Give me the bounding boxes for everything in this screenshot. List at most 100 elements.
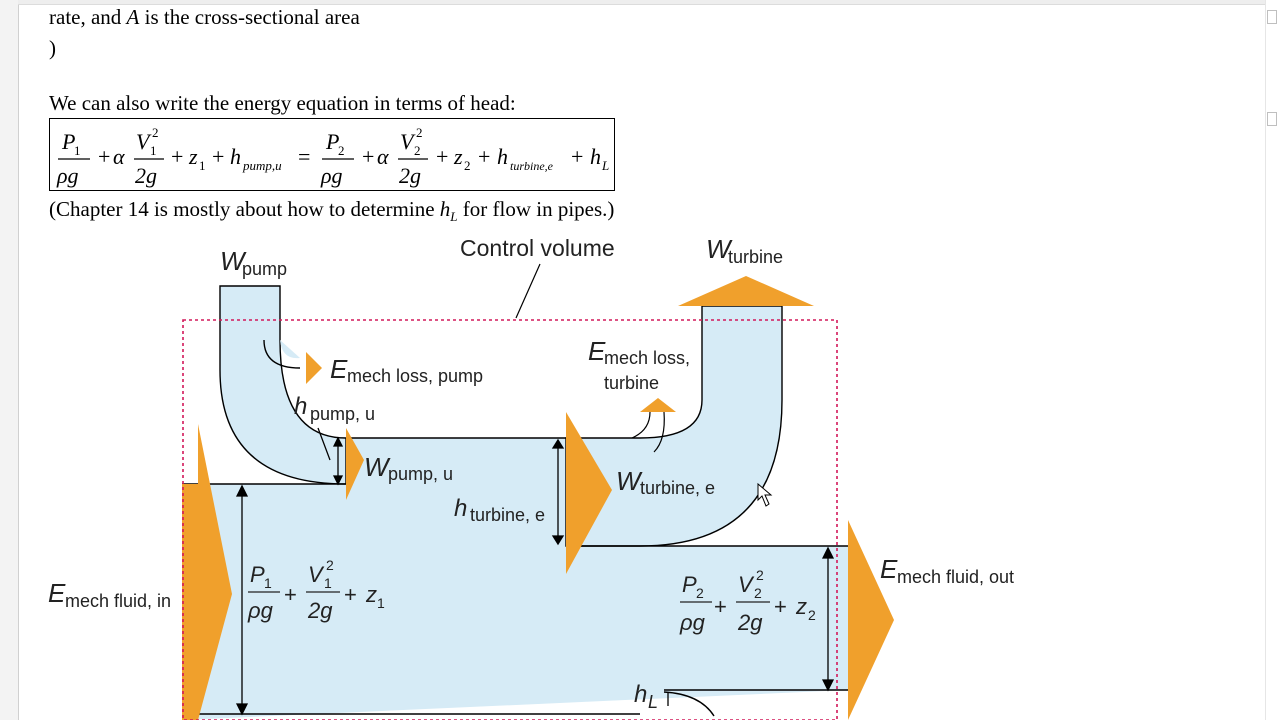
inlet-plus-2: + [344,582,357,607]
outlet-rhog: ρg [679,610,706,635]
eq-2g-2: 2g [399,163,421,188]
eq-V1-sub: 1 [150,143,157,158]
eq-V2: V [400,129,416,154]
e-mech-loss-pump-label: E [330,354,348,384]
turbine-arrow [566,412,612,574]
w-pump-label: W [220,246,247,276]
h-turbine-e-label: h [454,495,467,522]
eq-rhog-1: ρg [56,163,79,188]
h-l-sub: L [648,692,658,712]
inlet-P: P [250,562,265,587]
h-pump-u-label: h [294,393,307,420]
eq-P2: P [325,129,339,154]
eq-hL: h [590,144,601,169]
eq-V1: V [136,129,152,154]
control-volume-boundary [182,319,838,720]
fluid-region [182,285,848,720]
eq-2g-1: 2g [135,163,157,188]
e-mech-loss-turbine-sub: mech loss, [604,348,690,368]
pump-work-arrow [346,428,364,500]
eq-V2-sub: 2 [414,143,421,158]
pump-loss-arrow [306,352,322,384]
eq-alpha-1: α [113,144,125,169]
eq-V2-sq: 2 [416,125,423,140]
eq-P2-sub: 2 [338,143,345,158]
text-line-area: rate, and A is the cross-sectional area [49,5,360,29]
inlet-P-sub: 1 [264,575,272,591]
left-margin-bar [0,0,19,720]
eq-plus-1: + [98,144,110,169]
e-mech-loss-turbine-label: E [588,336,606,366]
eq-plus-7: + [571,144,583,169]
control-volume-diagram: Control volume W pump W turbine E mech l… [48,234,1014,720]
outlet-V-sq: 2 [756,567,764,583]
inlet-head-expression: P 1 ρg + V 2 1 2g + z 1 [247,557,385,623]
fluid-out-arrow [848,520,894,720]
inlet-V-sq: 2 [326,557,334,573]
scroll-thumb[interactable] [1267,112,1277,126]
inlet-V-sub: 1 [324,575,332,591]
outlet-V: V [738,572,755,597]
outlet-head-expression: P 2 ρg + V 2 2 2g + z 2 [679,567,816,635]
eq-alpha-2: α [377,144,389,169]
eq-V1-sq: 2 [152,125,159,140]
scroll-up-icon[interactable] [1267,10,1277,24]
inlet-2g: 2g [307,598,333,623]
energy-equation-box: P 1 ρg + α V 2 1 2g + z 1 + h pump,u = P… [49,118,615,191]
inlet-rhog: ρg [247,598,274,623]
vertical-scrollbar[interactable] [1265,0,1280,720]
outlet-z-sub: 2 [808,607,816,623]
e-mech-loss-pump-sub: mech loss, pump [347,366,483,386]
eq-h-pump: h [230,144,241,169]
w-turbine-sub: turbine [728,247,783,267]
eq-plus-2: + [171,144,183,169]
eq-z2-sub: 2 [464,158,471,173]
eq-z1: z [188,144,198,169]
w-pump-sub: pump [242,259,287,279]
eq-h-pump-sub: pump,u [242,158,282,173]
outlet-V-sub: 2 [754,585,762,601]
w-turbine-e-label: W [616,466,643,496]
w-turbine-e-sub: turbine, e [640,478,715,498]
e-mech-fluid-out-sub: mech fluid, out [897,567,1014,587]
inlet-z: z [365,582,377,607]
turbine-work-arrow [678,276,814,306]
h-pump-u-sub: pump, u [310,404,375,424]
eq-h-turbine-sub: turbine,e [510,159,554,173]
h-turbine-e-sub: turbine, e [470,505,545,525]
text-line-chapter: (Chapter 14 is mostly about how to deter… [49,197,615,225]
outlet-P-sub: 2 [696,585,704,601]
eq-rhog-2: ρg [320,163,343,188]
eq-plus-6: + [478,144,490,169]
inlet-plus-1: + [284,582,297,607]
fluid-in-arrow [182,424,232,720]
e-mech-fluid-out-label: E [880,554,898,584]
text-line-head-intro: We can also write the energy equation in… [49,91,516,115]
w-pump-u-sub: pump, u [388,464,453,484]
eq-z1-sub: 1 [199,158,206,173]
eq-equals: = [298,144,310,169]
outlet-plus-1: + [714,594,727,619]
eq-z2: z [453,144,463,169]
outlet-plus-2: + [774,594,787,619]
turbine-loss-arrow [640,398,676,412]
energy-equation: P 1 ρg + α V 2 1 2g + z 1 + h pump,u = P… [56,125,609,188]
toolbar-strip [18,0,1266,5]
cursor-icon [757,482,773,507]
eq-h-turbine: h [497,144,508,169]
outlet-z: z [795,594,807,619]
w-pump-u-label: W [364,452,391,482]
eq-plus-5: + [436,144,448,169]
eq-plus-4: + [362,144,374,169]
e-mech-loss-turbine-sub2: turbine [604,373,659,393]
eq-P1-sub: 1 [74,143,81,158]
outlet-P: P [682,572,697,597]
inlet-V: V [308,562,325,587]
energy-arrows [182,276,894,720]
eq-P1: P [61,129,75,154]
outlet-2g: 2g [737,610,763,635]
e-mech-fluid-in-label: E [48,578,66,608]
eq-hL-sub: L [601,158,609,173]
w-turbine-label: W [706,234,733,264]
eq-plus-3: + [212,144,224,169]
